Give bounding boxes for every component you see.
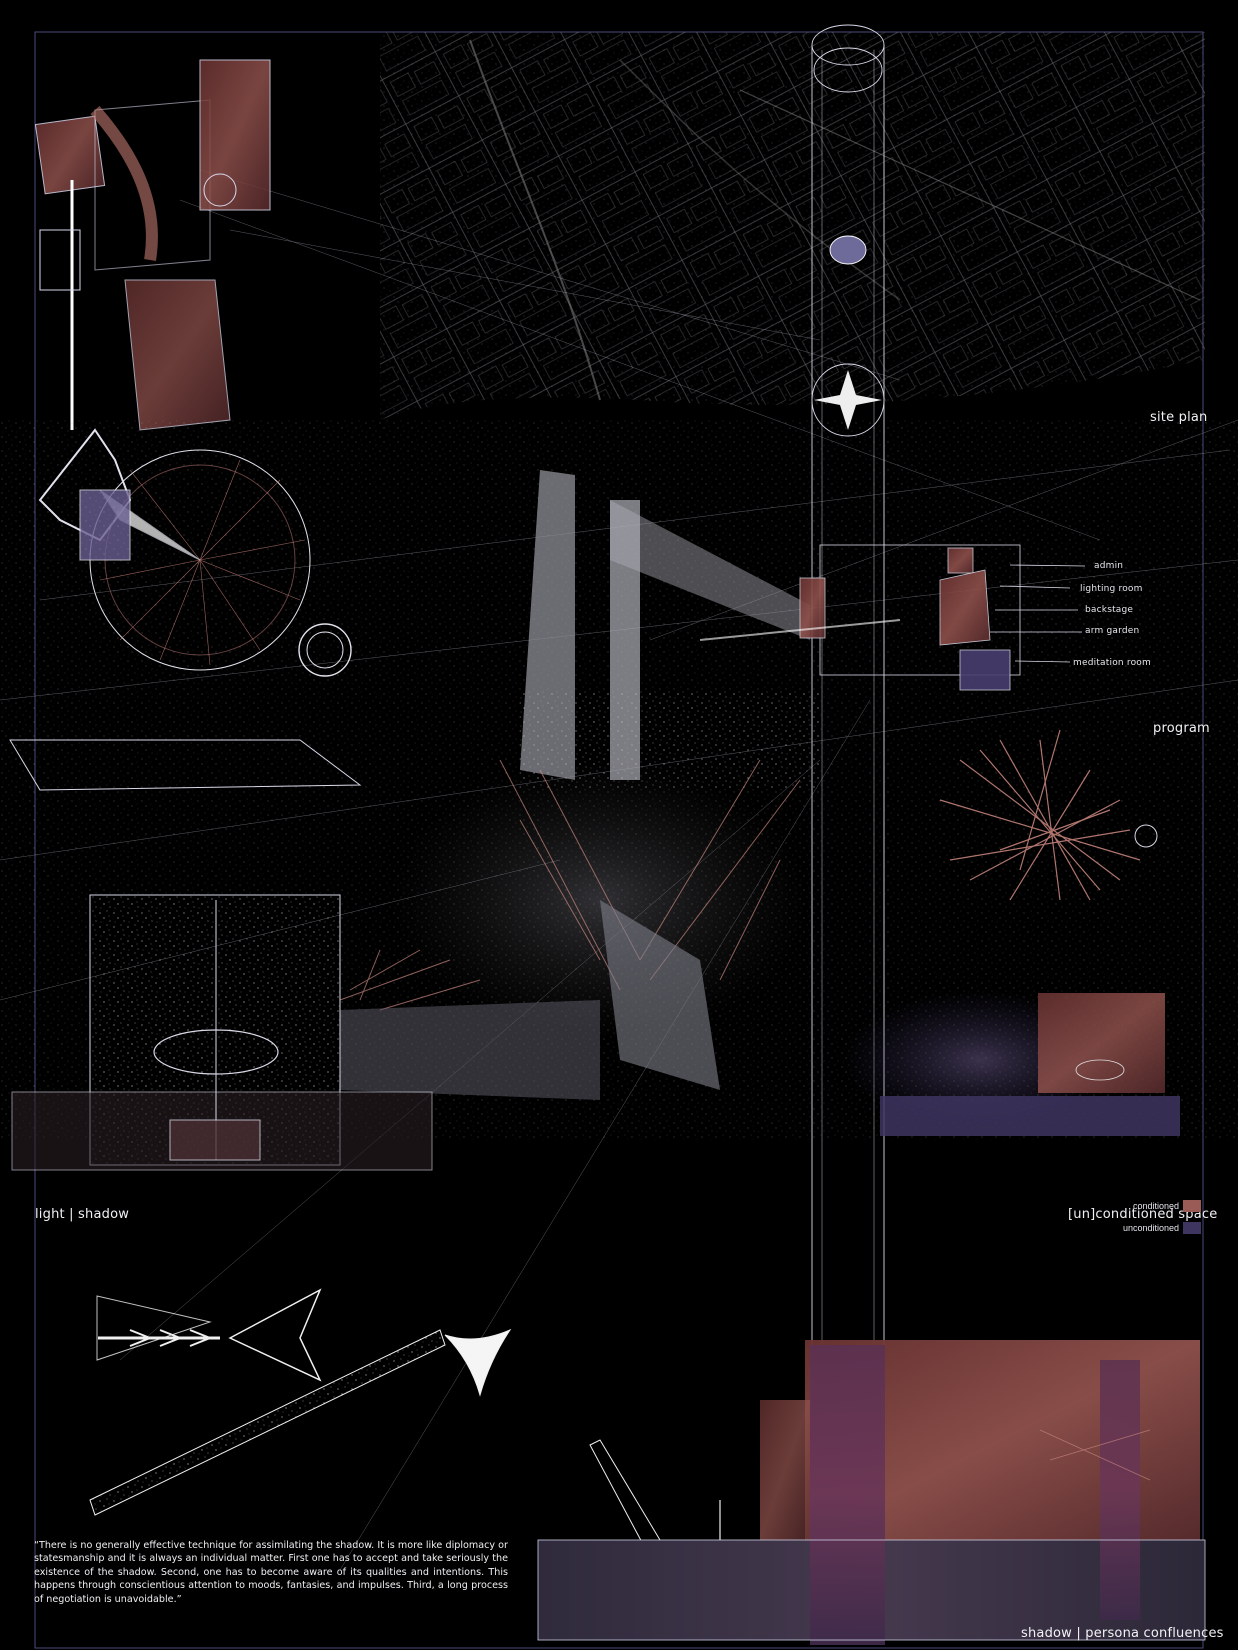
light-shadow-diagram xyxy=(89,1288,721,1549)
section-drawing xyxy=(9,739,433,1171)
shadow-quote: “There is no generally effective techniq… xyxy=(34,1540,508,1605)
program-label: program xyxy=(1153,721,1210,736)
program-item-meditation-room: meditation room xyxy=(1073,658,1151,668)
legend-conditioned: conditioned xyxy=(1133,1200,1201,1212)
program-item-admin: admin xyxy=(1094,561,1124,571)
site-plan-map xyxy=(380,32,1205,420)
legend-unconditioned-label: unconditioned xyxy=(1122,1223,1179,1233)
site-plan-label: site plan xyxy=(1150,410,1208,425)
legend-unconditioned-swatch xyxy=(1183,1222,1201,1234)
program-item-backstage: backstage xyxy=(1085,605,1134,615)
persona-confluence-drawing xyxy=(537,1340,1206,1645)
light-shadow-label: light | shadow xyxy=(35,1207,130,1222)
program-item-lighting-room: lighting room xyxy=(1080,584,1143,594)
unconditioned-space-label: [un]conditioned space xyxy=(1068,1207,1218,1222)
legend-conditioned-swatch xyxy=(1183,1200,1201,1212)
unconditioned-space-drawing xyxy=(840,990,1180,1136)
axonometric-plan xyxy=(34,59,271,431)
legend-conditioned-label: conditioned xyxy=(1132,1201,1179,1211)
program-item-arm-garden: arm garden xyxy=(1085,626,1140,636)
program-plan xyxy=(699,544,1086,691)
persona-confluence-label: shadow | persona confluences xyxy=(1021,1626,1224,1641)
exploded-ray-object xyxy=(939,729,1141,901)
legend-unconditioned: unconditioned xyxy=(1123,1222,1201,1234)
